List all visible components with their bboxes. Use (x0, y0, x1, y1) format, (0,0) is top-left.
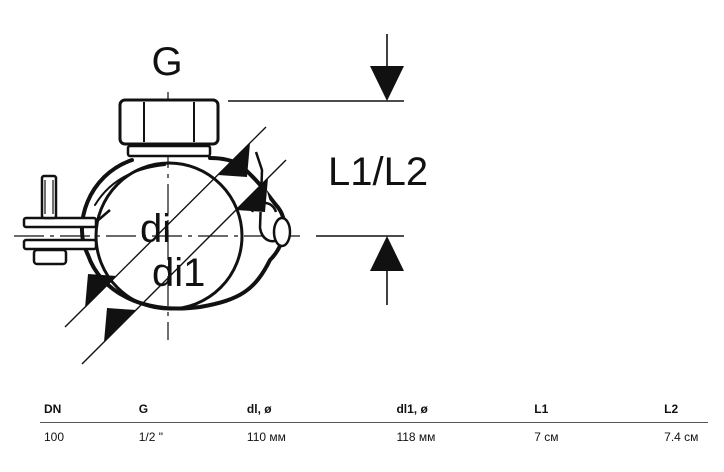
pipe-clamp-diagram: G L1/L2 di di1 (14, 34, 428, 365)
label-g: G (151, 40, 182, 84)
left-bolt (22, 174, 111, 266)
cell-l2: 7.4 см (664, 430, 699, 444)
di-dimension-arrows (64, 126, 287, 365)
cell-g: 1/2 " (138, 430, 164, 444)
table-header-row: DN G dl, ø dl1, ø L1 L2 (40, 398, 708, 423)
column-header-l1: L1 (530, 398, 661, 423)
label-di1: di1 (152, 251, 205, 295)
column-header-dl: dl, ø (242, 398, 393, 423)
cell-dl: 110 мм (246, 430, 286, 444)
column-header-dn: DN (40, 398, 135, 423)
label-l1-l2: L1/L2 (328, 150, 428, 194)
cell-l1: 7 см (534, 430, 559, 444)
l1-l2-dimension-arrows (370, 34, 404, 305)
specifications-table: DN G dl, ø dl1, ø L1 L2 100 1/2 " 110 мм… (40, 398, 708, 448)
column-header-dl1: dl1, ø (392, 398, 531, 423)
column-header-l2: L2 (660, 398, 708, 423)
table-row: 100 1/2 " 110 мм 118 мм 7 см 7.4 см (40, 423, 708, 449)
cell-dn: 100 (44, 430, 65, 444)
column-header-g: G (134, 398, 243, 423)
cell-dl1: 118 мм (396, 430, 436, 444)
hex-nut (118, 98, 220, 158)
dimension-reference-lines (228, 100, 404, 237)
label-di: di (140, 207, 171, 251)
